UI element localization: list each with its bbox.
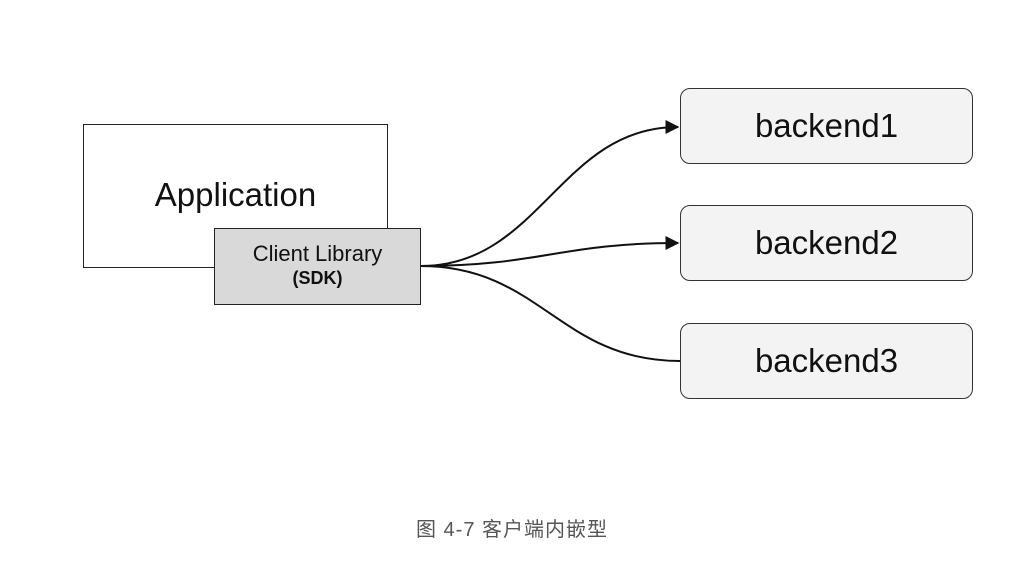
client-library-box: Client Library (SDK) [214,228,421,305]
backend3-label: backend3 [754,342,899,379]
backend1-box: backend1 [680,88,973,164]
backend1-label: backend1 [754,107,899,144]
figure-caption: 图 4-7 客户端内嵌型 [415,519,609,541]
backend3-box: backend3 [680,323,973,399]
line-to-backend3 [420,265,681,362]
arrow-to-backend1 [420,120,680,267]
backend2-label: backend2 [754,224,899,261]
sdk-label: (SDK) [292,268,343,288]
arrow-to-backend2 [420,236,680,267]
backend2-box: backend2 [680,205,973,281]
application-label: Application [154,176,317,213]
client-library-label: Client Library [252,241,383,266]
